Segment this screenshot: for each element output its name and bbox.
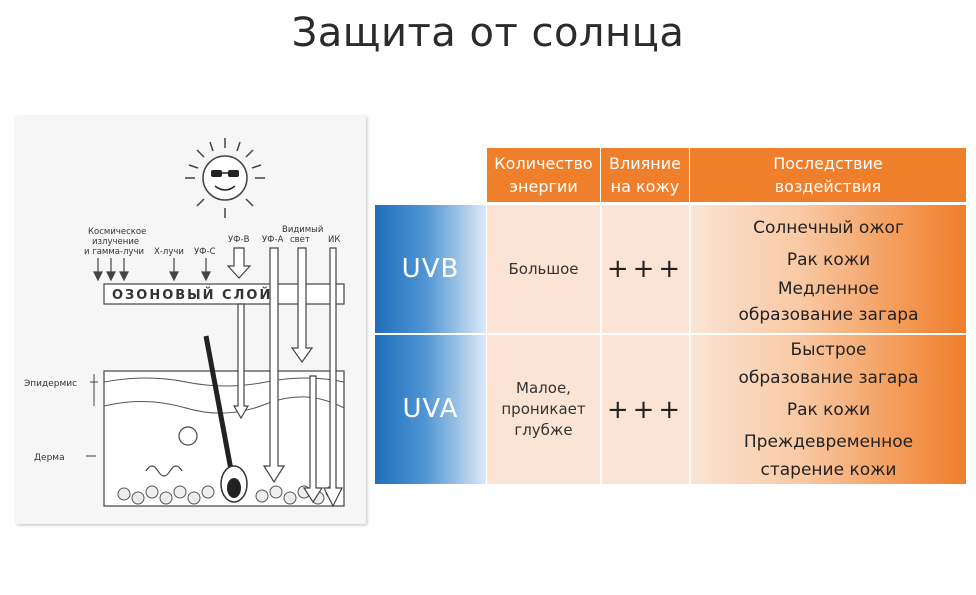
column-divider (689, 205, 691, 484)
influence-uvb: +++ (602, 205, 689, 333)
consequence-line: Рак кожи (786, 399, 871, 420)
ozone-label: ОЗОНОВЫЙ СЛОЙ (112, 287, 272, 303)
uvb-label: УФ-В (228, 235, 250, 245)
label-column (375, 205, 486, 484)
row-label-uva-text: UVA (402, 394, 459, 424)
energy-uva: Малое, проникает глубже (487, 335, 600, 484)
influence-uva: +++ (602, 335, 689, 484)
consequence-uvb: Солнечный ожог Рак кожи Медленное образо… (691, 207, 966, 333)
influence-uva-text: +++ (606, 394, 685, 425)
xray-label: Х-лучи (154, 247, 184, 257)
sun-icon (185, 138, 265, 218)
energy-uvb-text: Большое (508, 259, 579, 278)
row-label-uvb: UVB (375, 205, 486, 333)
consequence-line: образование загара (738, 367, 919, 388)
influence-uvb-text: +++ (606, 254, 685, 284)
row-divider (375, 333, 966, 335)
epidermis-label: Эпидермис (24, 379, 77, 389)
consequence-line: Солнечный ожог (753, 218, 904, 238)
consequence-line: Быстрое (790, 339, 867, 360)
cosmic-label: Космическое излучение и гамма-лучи (84, 227, 149, 257)
consequence-line: образование загара (738, 305, 919, 325)
consequence-line: Медленное (777, 279, 880, 299)
consequence-uva: Быстрое образование загара Рак кожи Преж… (691, 335, 966, 484)
row-label-uva: UVA (375, 334, 486, 484)
consequence-line: Преждевременное (743, 431, 914, 452)
row-label-uvb-text: UVB (401, 254, 460, 284)
uva-label: УФ-А (262, 235, 284, 245)
ir-label: ИК (328, 235, 340, 245)
energy-uvb: Большое (487, 205, 600, 333)
consequence-line: Рак кожи (786, 250, 871, 270)
energy-uva-text: Малое, проникает глубже (501, 379, 586, 439)
header-energy: Количество энергии (487, 148, 600, 202)
header-energy-text: Количество энергии (494, 154, 593, 196)
header-consequence-text: Последствие воздействия (773, 154, 883, 196)
ozone-layer (103, 283, 345, 305)
table-body-bg (487, 205, 690, 484)
header-influence-text: Влияние на кожу (609, 154, 681, 196)
page-title: Защита от солнца (291, 10, 685, 56)
uv-penetration-diagram: Космическое излучение и гамма-лучи Х-луч… (16, 116, 366, 524)
column-divider (600, 205, 602, 484)
header-consequence: Последствие воздействия (690, 148, 966, 202)
consequence-column (690, 205, 966, 484)
derma-label: Дерма (34, 453, 65, 463)
consequence-line: старение кожи (760, 459, 897, 480)
header-influence: Влияние на кожу (601, 148, 689, 202)
uvc-label: УФ-С (194, 247, 216, 257)
visible-label: Видимый свет (282, 225, 326, 245)
